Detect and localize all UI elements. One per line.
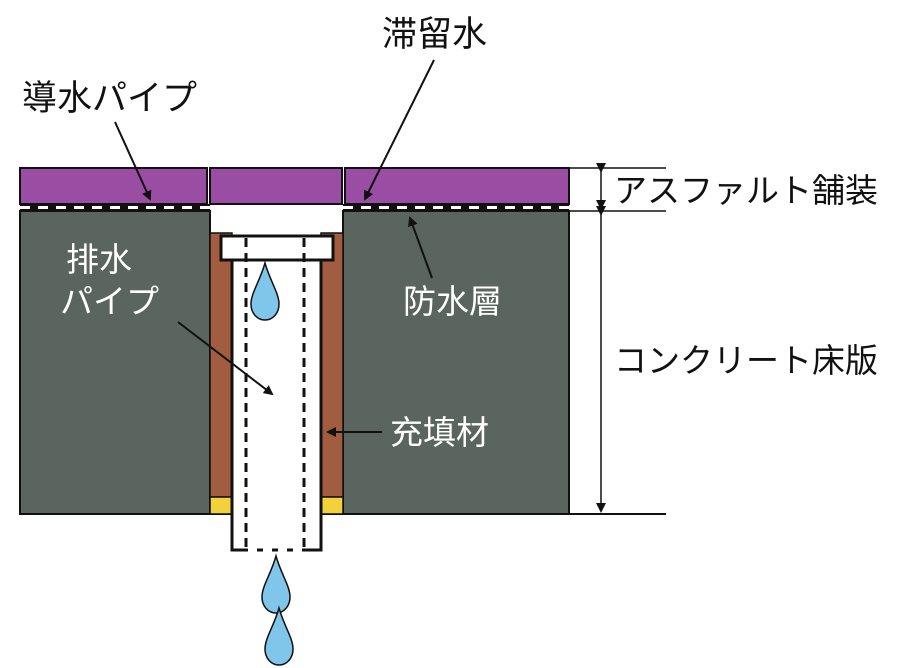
stagnant-water-label: 滞留水 (382, 15, 488, 55)
waterproof-leader-arrow (408, 216, 433, 279)
concrete-slab-label: コンクリート床版 (614, 341, 878, 380)
concrete-slab-right (342, 210, 570, 515)
water-drop-icon (250, 260, 280, 321)
concrete-slab-left (19, 210, 211, 515)
drain-pipe-leader-arrow (177, 321, 274, 396)
filler-left (209, 232, 233, 498)
guide-pipe-leader-arrow (114, 121, 152, 201)
filler-right (320, 232, 344, 498)
asphalt-layer-left (19, 167, 208, 205)
drain-pipe-label-line1: 排水 (66, 240, 132, 279)
filler-label: 充填材 (390, 413, 489, 452)
drain-pipe-label-line2: パイプ (60, 282, 159, 321)
waterproof-layer-label: 防水層 (403, 282, 502, 321)
stagnant-water-leader-arrow (364, 59, 435, 201)
asphalt-layer-middle (209, 167, 343, 205)
drain-pipe-flange (219, 234, 335, 262)
seal-right (320, 496, 344, 515)
seal-left (209, 496, 233, 515)
asphalt-pavement-label: アスファルト舗装 (614, 171, 878, 210)
water-drop-icon (261, 553, 291, 614)
water-drop-icon (264, 605, 294, 666)
guide-pipe-label: 導水パイプ (22, 79, 198, 119)
